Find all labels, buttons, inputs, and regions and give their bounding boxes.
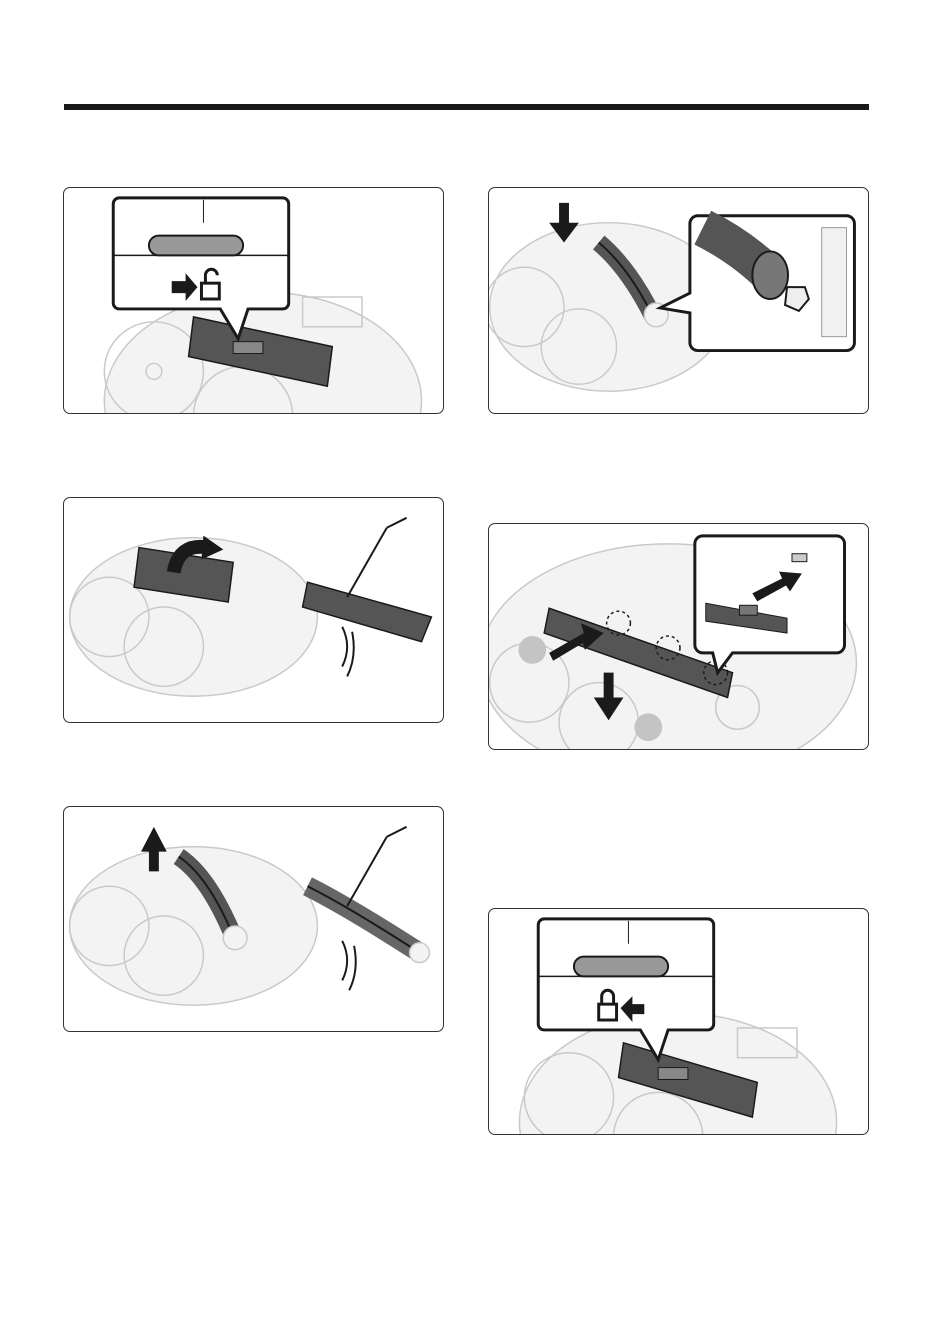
figure-insert-main-brush bbox=[488, 187, 869, 414]
figure-reattach-brush-cover bbox=[488, 523, 869, 750]
step-marker-2 bbox=[634, 713, 662, 741]
figure-lift-and-clean-brush-cover bbox=[63, 497, 444, 723]
lift-cover-illustration bbox=[64, 498, 443, 722]
insert-brush-illustration bbox=[489, 188, 868, 413]
header-rule bbox=[64, 104, 869, 110]
lock-illustration bbox=[489, 909, 868, 1134]
reattach-cover-illustration bbox=[489, 524, 868, 749]
figure-lock-brush-cover bbox=[488, 908, 869, 1135]
step-marker-1 bbox=[518, 636, 546, 664]
unlock-illustration bbox=[64, 188, 443, 413]
figure-unlock-brush-cover bbox=[63, 187, 444, 414]
figure-remove-and-clean-main-brush bbox=[63, 806, 444, 1032]
remove-brush-illustration bbox=[64, 807, 443, 1031]
